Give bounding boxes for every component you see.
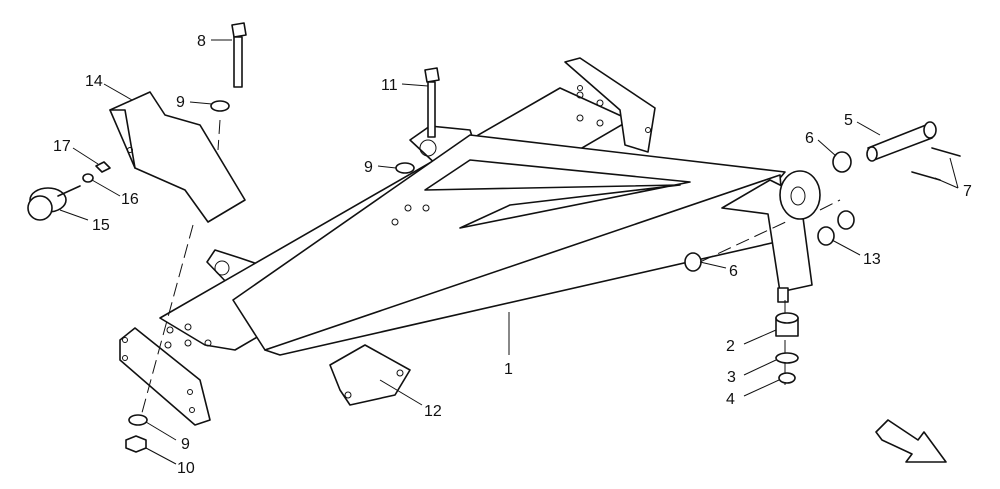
callout-3: 3 [727, 369, 736, 386]
pin-5 [866, 121, 937, 162]
callout-9: 9 [364, 159, 373, 176]
washer-9-bottom [128, 414, 148, 426]
plate-12 [329, 344, 411, 406]
callout-16: 16 [121, 191, 139, 208]
callout-4: 4 [726, 391, 735, 408]
callout-2: 2 [726, 338, 735, 355]
bumper-15 [27, 185, 81, 221]
washer-16 [82, 173, 94, 183]
callout-9: 9 [181, 436, 190, 453]
bolt-11 [424, 67, 440, 138]
callout-7: 7 [963, 183, 972, 200]
washer-6-bottom [684, 252, 702, 272]
washer-9-mid [395, 162, 415, 174]
callout-11: 11 [381, 77, 398, 94]
washer-9-top [210, 100, 230, 112]
direction-arrow-icon [875, 419, 947, 463]
bolt-8 [231, 22, 247, 88]
callout-15: 15 [92, 217, 110, 234]
nut-10 [125, 435, 147, 453]
washer-13b [817, 226, 835, 246]
washer-3 [775, 352, 799, 364]
callout-8: 8 [197, 33, 206, 50]
washer-13a [837, 210, 855, 230]
ring-4 [778, 372, 796, 384]
callout-12: 12 [424, 403, 442, 420]
callout-5: 5 [844, 112, 853, 129]
nut-17 [95, 161, 111, 173]
washer-6-top [832, 151, 852, 173]
cotter-pin-7a [931, 147, 961, 157]
callout-17: 17 [53, 138, 71, 155]
callout-10: 10 [177, 460, 195, 477]
callout-labels: 8 9 14 17 16 15 11 9 5 6 7 13 6 1 2 3 4 … [53, 33, 972, 477]
callout-6: 6 [729, 263, 738, 280]
callout-1: 1 [504, 361, 513, 378]
callout-9: 9 [176, 94, 185, 111]
bushing-2 [775, 312, 799, 337]
a-frame-part-1 [119, 57, 821, 426]
callout-14: 14 [85, 73, 103, 90]
callout-6: 6 [805, 130, 814, 147]
callout-13: 13 [863, 251, 881, 268]
guide-14 [109, 91, 246, 223]
